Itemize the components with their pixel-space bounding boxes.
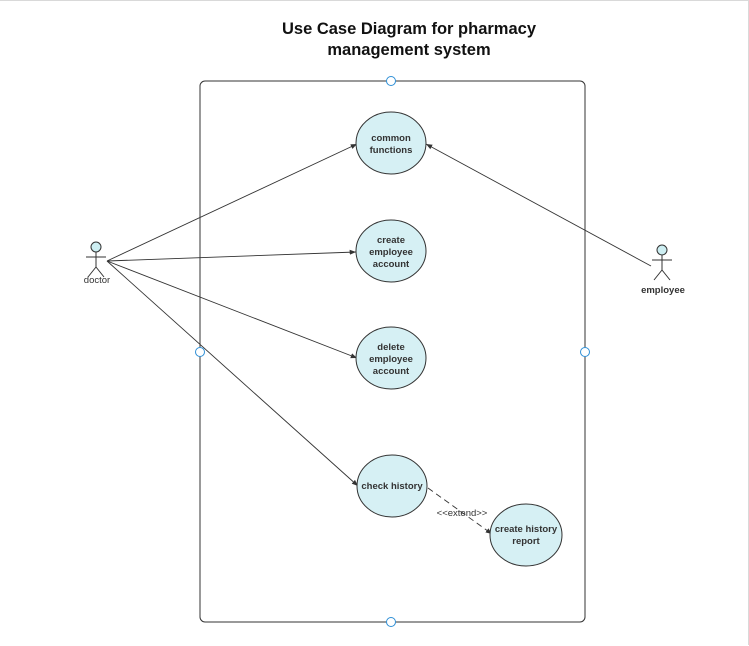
association-employee-common-functions[interactable] bbox=[425, 143, 652, 267]
extend-relation[interactable] bbox=[427, 487, 493, 535]
stick-figure-icon bbox=[652, 244, 672, 281]
usecase-label: common bbox=[371, 133, 411, 144]
usecase-label: account bbox=[373, 366, 410, 377]
usecase-create-employee-account[interactable]: create employee account bbox=[355, 219, 427, 283]
stick-figure-icon bbox=[86, 241, 106, 278]
association-doctor-create-employee-account[interactable] bbox=[106, 249, 357, 262]
boundary-handle-left[interactable] bbox=[195, 347, 205, 357]
association-doctor-common-functions[interactable] bbox=[106, 143, 358, 262]
usecase-create-history-report[interactable]: create history report bbox=[489, 503, 563, 567]
diagram-title-line-1: Use Case Diagram for pharmacy bbox=[282, 20, 537, 38]
usecase-label: create history bbox=[495, 524, 558, 535]
boundary-handle-bottom[interactable] bbox=[386, 617, 396, 627]
usecase-label: employee bbox=[369, 247, 413, 258]
boundary-handle-right[interactable] bbox=[580, 347, 590, 357]
usecase-label: check history bbox=[361, 481, 423, 492]
usecase-common-functions[interactable]: common functions bbox=[355, 111, 427, 175]
usecase-label: account bbox=[373, 259, 410, 270]
boundary-handle-top[interactable] bbox=[386, 76, 396, 86]
usecase-label: report bbox=[512, 536, 540, 547]
actor-label: doctor bbox=[84, 275, 110, 286]
diagram-title-line-2: management system bbox=[327, 41, 490, 59]
association-doctor-check-history[interactable] bbox=[106, 260, 359, 487]
actor-employee[interactable]: employee bbox=[641, 244, 685, 296]
usecase-delete-employee-account[interactable]: delete employee account bbox=[355, 326, 427, 390]
usecase-label: create bbox=[377, 235, 405, 246]
usecase-label: employee bbox=[369, 354, 413, 365]
usecase-label: delete bbox=[377, 342, 404, 353]
usecase-label: functions bbox=[370, 145, 413, 156]
actor-label: employee bbox=[641, 285, 685, 296]
association-doctor-delete-employee-account[interactable] bbox=[106, 260, 358, 359]
extend-label: <<extend>> bbox=[437, 508, 488, 519]
usecase-check-history[interactable]: check history bbox=[356, 454, 428, 518]
actor-doctor[interactable]: doctor bbox=[84, 241, 110, 286]
